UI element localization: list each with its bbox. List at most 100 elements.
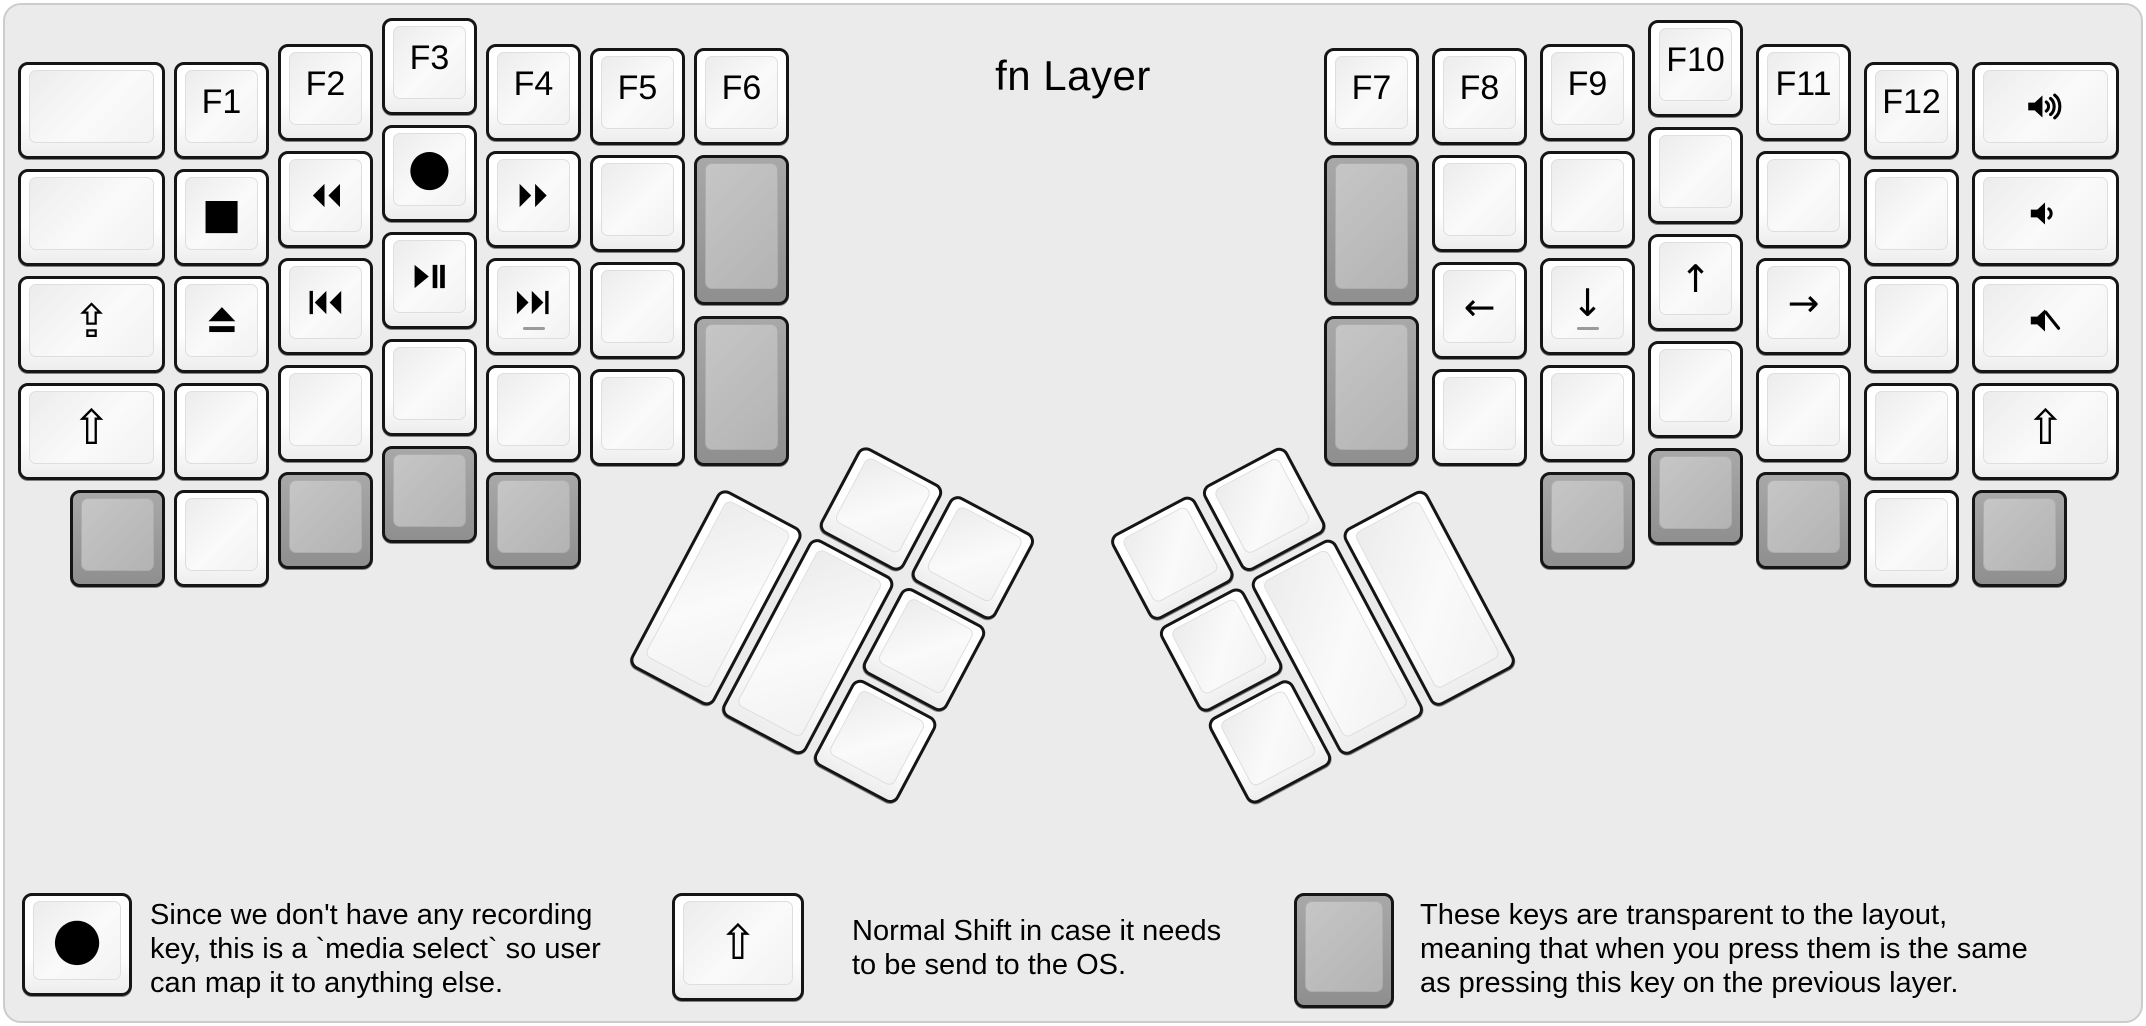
- keytop: F8: [1443, 56, 1516, 129]
- key-arrow-left: ←: [1432, 262, 1527, 359]
- legend-note-normal-shift: Normal Shift in case it needs to be send…: [852, 915, 1222, 981]
- homing-bar: [1576, 327, 1599, 330]
- keytop: F11: [1767, 52, 1840, 125]
- left-icon: ←: [1463, 284, 1496, 329]
- record-icon: ●: [407, 137, 452, 196]
- key-blank: [1864, 276, 1959, 373]
- key-blank: [590, 262, 685, 359]
- up-icon: ↑: [1679, 256, 1712, 301]
- keytop: [1551, 159, 1624, 232]
- key-transparent: [278, 472, 373, 569]
- keytop: F10: [1659, 28, 1732, 101]
- keytop: [705, 324, 778, 450]
- key-fast-forward: [486, 151, 581, 248]
- keytop: [393, 454, 466, 527]
- key-blank: [382, 339, 477, 436]
- legend-key-record: ●: [22, 893, 132, 996]
- keytop: [1983, 498, 2056, 571]
- keytop: ←: [1443, 270, 1516, 343]
- keytop: ↑: [1659, 242, 1732, 315]
- voldown-icon: [2025, 198, 2065, 229]
- key-blank: [1540, 365, 1635, 462]
- prev-icon: [307, 287, 343, 318]
- key-f11: F11: [1756, 44, 1851, 141]
- keytop: ●: [393, 133, 466, 206]
- key-label: F4: [513, 65, 554, 103]
- keytop: [1551, 480, 1624, 553]
- keytop: [1875, 498, 1948, 571]
- keytop: [1443, 377, 1516, 450]
- keytop: F1: [185, 70, 258, 143]
- key-transparent: [1648, 448, 1743, 545]
- key-transparent: [694, 155, 789, 305]
- legend-key-transparent: [1294, 893, 1394, 1008]
- key-shift: ⇧: [1972, 383, 2119, 480]
- key-blank: [18, 169, 165, 266]
- key-blank: [174, 383, 269, 480]
- keytop: [1875, 284, 1948, 357]
- key-next-track: [486, 258, 581, 355]
- key-rewind: [278, 151, 373, 248]
- keytop: [1875, 177, 1948, 250]
- keytop: [81, 498, 154, 571]
- key-blank: [590, 155, 685, 252]
- legend-note-media-select: Since we don't have any recording key, t…: [150, 899, 601, 999]
- key-blank: [590, 369, 685, 466]
- key-eject: [174, 276, 269, 373]
- keytop: →: [1767, 266, 1840, 339]
- key-arrow-down: ↓: [1540, 258, 1635, 355]
- keytop: [1121, 505, 1220, 605]
- key-f1: F1: [174, 62, 269, 159]
- key-blank: [1864, 169, 1959, 266]
- key-label: F10: [1666, 41, 1725, 79]
- volup-icon: [2025, 91, 2065, 122]
- key-blank: [1756, 365, 1851, 462]
- key-transparent: [486, 472, 581, 569]
- key-blank: [18, 62, 165, 159]
- key-f4: F4: [486, 44, 581, 141]
- keytop: [705, 163, 778, 289]
- key-label: F5: [617, 69, 658, 107]
- key-blank: [174, 490, 269, 587]
- key-transparent: [382, 446, 477, 543]
- keytop: ⇧: [29, 391, 154, 464]
- key-shift: ⇧: [18, 383, 165, 480]
- keytop: [1335, 163, 1408, 289]
- key-blank: [1432, 369, 1527, 466]
- key-f10: F10: [1648, 20, 1743, 117]
- keytop: [289, 266, 362, 339]
- key-stop: ■: [174, 169, 269, 266]
- keytop: ⇧: [1983, 391, 2108, 464]
- keytop: [1659, 135, 1732, 208]
- key-f3: F3: [382, 18, 477, 115]
- keytop: [1659, 349, 1732, 422]
- key-play-pause: [382, 232, 477, 329]
- down-icon: ↓: [1571, 280, 1604, 325]
- key-volume-up: [1972, 62, 2119, 159]
- key-transparent: [70, 490, 165, 587]
- keytop: [497, 266, 570, 339]
- key-blank: [1540, 151, 1635, 248]
- legend-key-shift: ⇧: [672, 893, 804, 1001]
- keytop: ●: [33, 901, 121, 980]
- key-label: F8: [1459, 69, 1500, 107]
- key-label: F3: [409, 39, 450, 77]
- legend-note-transparent: These keys are transparent to the layout…: [1420, 899, 2028, 999]
- key-volume-down: [1972, 169, 2119, 266]
- keytop: [1169, 597, 1269, 696]
- left-thumb-cluster: [626, 395, 1038, 808]
- shift-icon: ⇧: [717, 915, 759, 971]
- key-f7: F7: [1324, 48, 1419, 145]
- keytop: [185, 391, 258, 464]
- keytop: [1212, 456, 1312, 556]
- keytop: [497, 480, 570, 553]
- right-icon: →: [1787, 280, 1820, 325]
- keytop: F4: [497, 52, 570, 125]
- key-blank: [1864, 383, 1959, 480]
- keytop: [185, 284, 258, 357]
- eject-icon: [205, 305, 239, 336]
- keytop: F7: [1335, 56, 1408, 129]
- keytop: [1767, 480, 1840, 553]
